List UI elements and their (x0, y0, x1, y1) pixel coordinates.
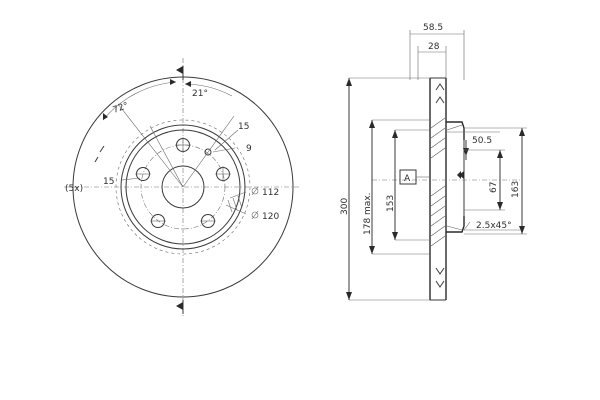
dim-28-label: 28 (428, 42, 440, 52)
hole-dim-15b: 15 (103, 177, 114, 187)
bolt-count-label: (5x) (65, 184, 83, 194)
locating-hole (204, 148, 212, 156)
datum-a-label: A (404, 174, 411, 184)
bore-dim-120: 120 (262, 212, 279, 222)
dia-178-label: 178 max. (363, 192, 373, 235)
angle-21-label: 21° (192, 89, 208, 99)
hole-dim-15a: 15 (238, 122, 249, 132)
leader-bore (225, 204, 247, 215)
leader-pcd (229, 191, 247, 199)
chamfer-label: 2.5x45° (476, 221, 512, 231)
dim-58-5-label: 58.5 (423, 23, 443, 33)
front-view: 72° 21° 15 9 (5x) 15 112 120 (64, 58, 300, 316)
leader-15a (214, 129, 239, 151)
friction-ring-inner (115, 119, 251, 255)
center-bore (161, 165, 205, 209)
side-view: 58.5 28 (340, 23, 527, 301)
hub-67-label: 67 (489, 182, 499, 193)
hat-lower-profile (446, 216, 465, 233)
leader-15b (121, 177, 141, 181)
angle-72-label: 72° (112, 101, 130, 116)
hole-dim-9: 9 (246, 144, 252, 154)
pcd-dim-112: 112 (262, 188, 279, 198)
radial-line-left (117, 103, 184, 188)
dim-50-5-label: 50.5 (472, 136, 492, 146)
angle-arc-72 (102, 81, 177, 121)
leader-9 (212, 147, 236, 153)
radial-line-right (182, 115, 235, 188)
hat-step-edge (125, 129, 241, 245)
dia-300-label: 300 (340, 198, 350, 215)
hub-163-label: 163 (511, 181, 521, 198)
hat-outer-edge (120, 124, 246, 250)
dia-153-label: 153 (386, 195, 396, 212)
hat-upper-profile (446, 121, 465, 140)
section-hatch (430, 117, 446, 247)
